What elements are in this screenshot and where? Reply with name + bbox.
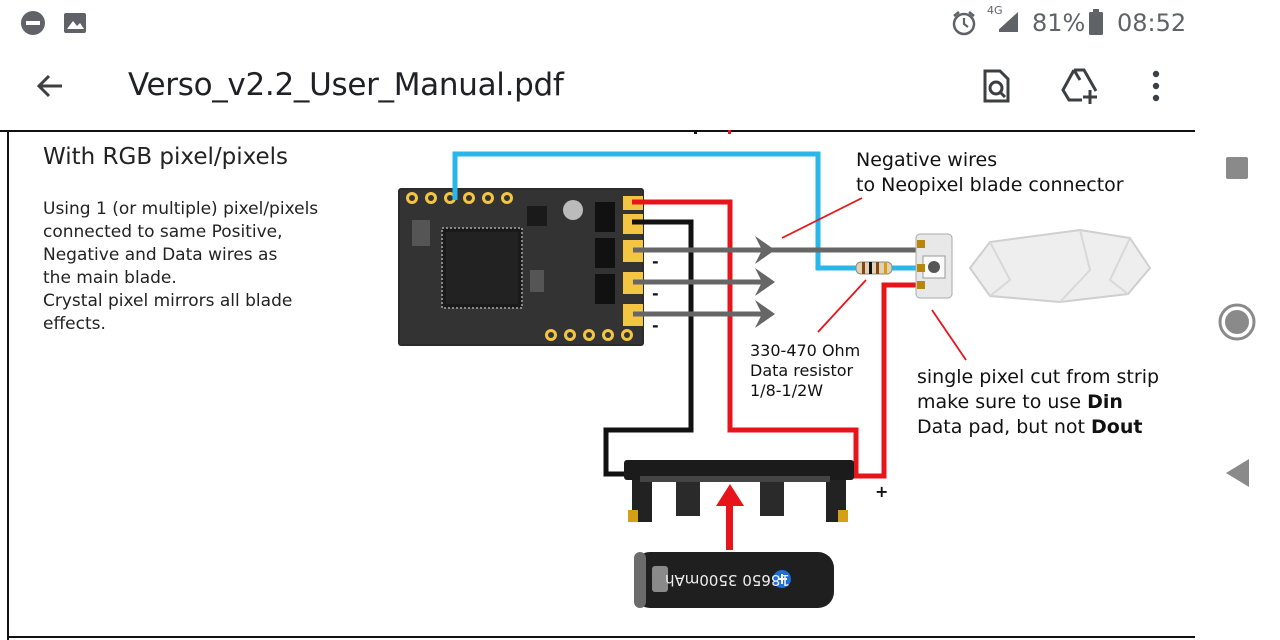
gallery-notification-icon — [62, 10, 88, 41]
callout-lines — [781, 197, 967, 361]
signal-icon — [994, 10, 1020, 39]
negative-arrows — [755, 236, 775, 328]
data-resistor — [855, 261, 893, 275]
description-line: effects. — [43, 314, 106, 334]
description-line: Negative and Data wires as — [43, 245, 278, 265]
page-left-border — [7, 130, 9, 640]
wires — [452, 151, 918, 479]
callout-line: Data pad, but not Dout — [917, 416, 1143, 438]
battery-percent: 81% — [1032, 9, 1086, 37]
description-line: connected to same Positive, — [43, 222, 283, 242]
callout-line: Data resistor — [750, 361, 854, 380]
pixel-callout: single pixel cut from strip make sure to… — [917, 365, 1159, 440]
minus-sign: - — [652, 316, 659, 335]
home-circle-icon[interactable] — [1217, 302, 1257, 347]
battery-icon — [1088, 9, 1104, 40]
description-line: Crystal pixel mirrors all blade — [43, 291, 293, 311]
negative-wires-callout: Negative wires to Neopixel blade connect… — [856, 148, 1124, 198]
description-line: Using 1 (or multiple) pixel/pixels — [43, 199, 319, 219]
section-description: Using 1 (or multiple) pixel/pixels conne… — [43, 198, 363, 336]
pdf-page[interactable]: With RGB pixel/pixels Using 1 (or multip… — [0, 130, 1195, 640]
crystal — [968, 228, 1152, 304]
controller-board — [398, 188, 644, 346]
alarm-icon — [950, 9, 978, 42]
document-title: Verso_v2.2_User_Manual.pdf — [128, 67, 564, 103]
battery-18650 — [634, 552, 834, 608]
do-not-disturb-icon — [20, 10, 46, 41]
battery-holder — [624, 460, 854, 522]
plus-sign: + — [875, 482, 889, 501]
callout-line: make sure to use Din — [917, 391, 1123, 413]
section-heading: With RGB pixel/pixels — [43, 144, 289, 170]
page-bottom-border — [7, 636, 1195, 638]
back-arrow-icon[interactable] — [30, 66, 70, 106]
minus-sign: - — [652, 252, 659, 271]
add-to-drive-icon[interactable] — [1060, 66, 1100, 106]
page-top-border — [0, 130, 1195, 132]
callout-line: 330-470 Ohm — [750, 341, 861, 360]
network-type: 4G — [987, 4, 1003, 17]
status-bar: 4G 81% 08:52 — [0, 0, 1195, 44]
description-line: the main blade. — [43, 268, 177, 288]
single-pixel — [915, 233, 953, 299]
more-options-icon[interactable] — [1136, 66, 1176, 106]
callout-line: single pixel cut from strip — [917, 366, 1160, 388]
callout-line: to Neopixel blade connector — [856, 174, 1124, 196]
callout-line: Negative wires — [856, 149, 998, 171]
back-triangle-icon[interactable] — [1225, 458, 1251, 493]
clock: 08:52 — [1117, 9, 1187, 37]
resistor-callout: 330-470 Ohm Data resistor 1/8-1/2W — [750, 341, 860, 401]
minus-sign: - — [652, 284, 659, 303]
insert-battery-arrow — [716, 484, 744, 550]
callout-line: 1/8-1/2W — [750, 381, 824, 400]
find-in-document-icon[interactable] — [976, 66, 1016, 106]
toolbar: Verso_v2.2_User_Manual.pdf — [0, 52, 1195, 120]
recents-square-icon[interactable] — [1225, 156, 1249, 185]
battery-label: 18650 3500mAh — [664, 571, 790, 589]
wiring-diagram — [398, 130, 1152, 608]
navigation-bar — [1195, 0, 1280, 640]
